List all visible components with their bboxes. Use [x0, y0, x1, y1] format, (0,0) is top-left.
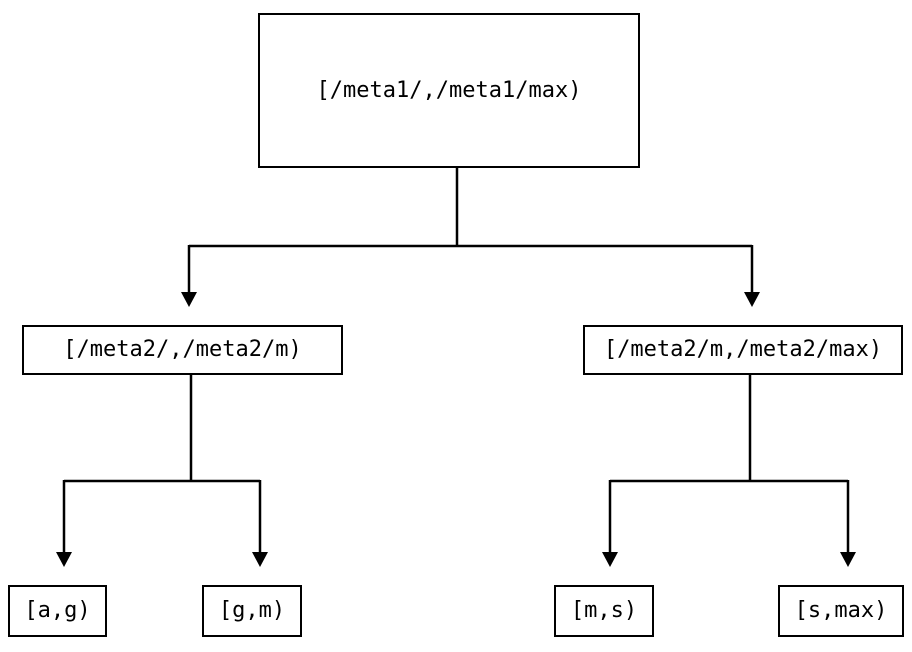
edge-right-child-leaves — [602, 375, 856, 567]
node-leaf-smax: [s,max) — [778, 585, 904, 637]
node-leaf-gm: [g,m) — [202, 585, 302, 637]
node-meta2-left: [/meta2/,/meta2/m) — [22, 325, 343, 375]
arrowhead-icon — [840, 552, 856, 567]
node-leaf-ag: [a,g) — [8, 585, 107, 637]
node-leaf-ms: [m,s) — [554, 585, 654, 637]
arrowhead-icon — [252, 552, 268, 567]
arrowhead-icon — [744, 292, 760, 307]
edge-left-child-leaves — [56, 375, 268, 567]
arrowhead-icon — [56, 552, 72, 567]
arrowhead-icon — [181, 292, 197, 307]
edge-root-children — [181, 168, 760, 307]
node-root: [/meta1/,/meta1/max) — [258, 13, 640, 168]
arrowhead-icon — [602, 552, 618, 567]
node-meta2-right: [/meta2/m,/meta2/max) — [583, 325, 903, 375]
